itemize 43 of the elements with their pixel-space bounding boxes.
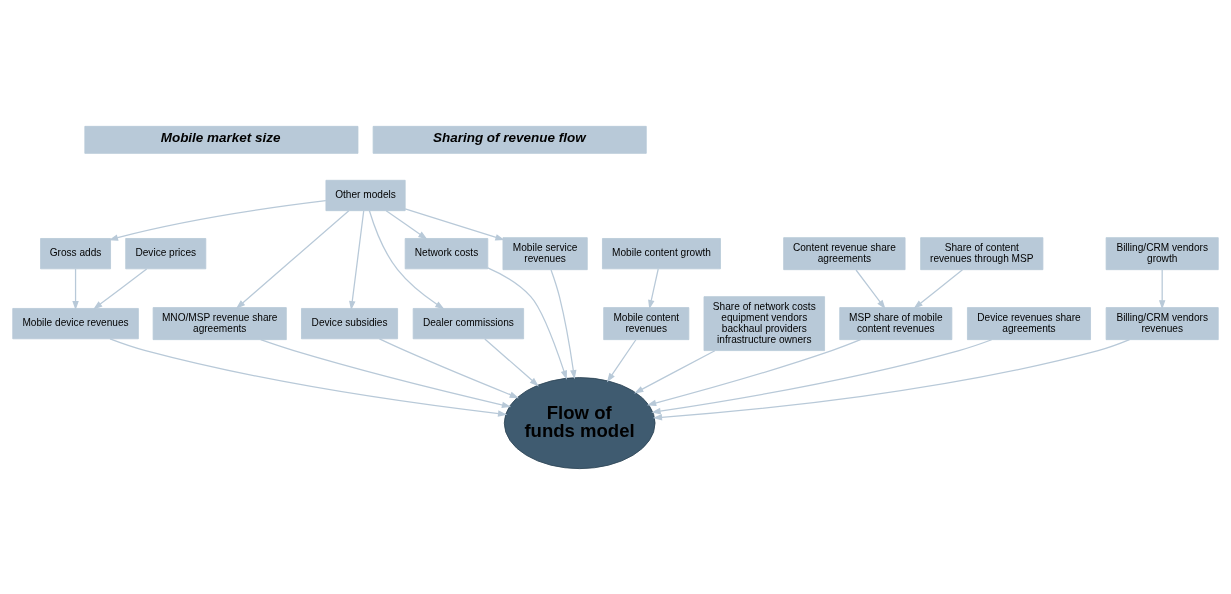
node-box: Mobile service revenues (502, 236, 588, 270)
arrow (550, 268, 577, 379)
node-box: Content revenue share agreements (783, 236, 906, 270)
arrow (606, 338, 637, 382)
arrow (487, 266, 567, 380)
node-box: Mobile content revenues (603, 306, 690, 340)
node-box: Mobile content growth (602, 237, 721, 269)
arrow (235, 209, 350, 309)
node-box: Mobile market size (84, 125, 359, 154)
arrow (651, 338, 993, 414)
node-box: Dealer commissions (412, 307, 525, 339)
arrow (385, 209, 428, 240)
arrow (349, 209, 365, 310)
node-box: Device subsidies (301, 307, 398, 339)
arrow (93, 267, 148, 309)
arrow (652, 338, 1131, 420)
arrow (404, 207, 505, 240)
node-box: MSP share of mobile content revenues (839, 306, 953, 340)
arrow (484, 337, 539, 386)
arrow (260, 338, 512, 408)
node-box: Share of content revenues through MSP (920, 236, 1044, 270)
node-box: Other models (325, 179, 406, 211)
node-box: Share of network costs equipment vendors backhaul providers infrastructure owners (703, 295, 825, 351)
arrow (634, 349, 716, 393)
node-box: Billing/CRM vendors growth (1105, 236, 1219, 270)
node-box: Network costs (404, 237, 489, 269)
arrow (1158, 268, 1166, 309)
arrow (648, 267, 659, 309)
arrow (108, 199, 327, 241)
arrow (855, 268, 886, 309)
node-box: Sharing of revenue flow (372, 125, 647, 154)
node-box: Billing/CRM vendors revenues (1105, 306, 1219, 340)
arrow (72, 267, 79, 310)
arrow (646, 338, 862, 406)
node-box: MNO/MSP revenue share agreements (152, 306, 287, 340)
arrow (109, 337, 508, 417)
node-box: Device revenues share agreements (967, 306, 1091, 340)
node-box: Device prices (125, 237, 207, 269)
arrow (913, 268, 964, 309)
arrow (368, 209, 445, 309)
node-box: Mobile device revenues (12, 307, 139, 339)
node-box: Gross adds (40, 237, 111, 269)
arrow (378, 337, 519, 398)
